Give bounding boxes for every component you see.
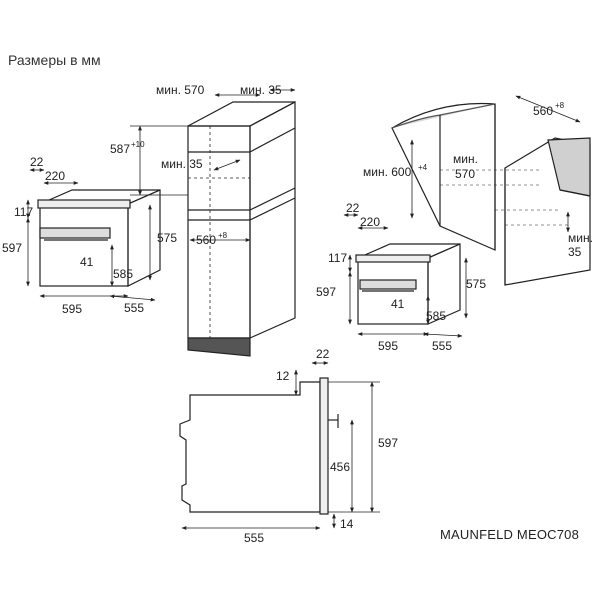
dim-585-right: 585	[426, 309, 446, 323]
dim-587-tolerance: +10	[131, 140, 145, 149]
dim-12: 12	[276, 369, 290, 383]
page-title: Размеры в мм	[8, 52, 101, 68]
dim-min-35-top: мин. 35	[240, 83, 282, 97]
dim-597-right: 597	[316, 285, 336, 299]
dim-22-side: 22	[316, 347, 330, 361]
dim-597-side: 597	[378, 436, 398, 450]
worktop-niche-drawing	[391, 102, 591, 286]
dim-22: 22	[30, 155, 44, 169]
dim-597: 597	[2, 241, 22, 255]
dim-456: 456	[330, 460, 350, 474]
dim-560: 560	[196, 233, 216, 247]
dim-560-worktop-tolerance: +8	[555, 101, 565, 110]
tall-cabinet-drawing	[187, 101, 296, 357]
dim-41-right: 41	[391, 297, 405, 311]
dim-587: 587	[110, 142, 130, 156]
dim-575: 575	[157, 231, 177, 245]
model-name: MAUNFELD MEOC708	[440, 527, 580, 542]
dim-min-600: мин. 600	[363, 165, 412, 179]
dim-595-right: 595	[378, 339, 398, 353]
dim-min-570: мин. 570	[156, 83, 205, 97]
oven-left-drawing	[37, 189, 161, 287]
oven-right-drawing	[355, 243, 461, 325]
dim-585: 585	[113, 267, 133, 281]
dim-min-570-label: мин.	[453, 152, 478, 166]
dim-555-right: 555	[432, 339, 452, 353]
dim-min-35-worktop-label: мин.	[568, 231, 593, 245]
dim-14: 14	[340, 517, 354, 531]
dim-min-570-value: 570	[455, 167, 475, 181]
dim-560-worktop: 560	[533, 104, 553, 118]
dim-220: 220	[45, 169, 65, 183]
dim-117-right: 117	[328, 251, 347, 265]
dim-117: 117	[14, 205, 33, 219]
side-view-drawing	[179, 377, 339, 515]
dim-41: 41	[80, 255, 94, 269]
dim-555-side: 555	[244, 531, 264, 545]
dim-220-right: 220	[360, 215, 380, 229]
dim-595: 595	[62, 302, 82, 316]
dim-575-right: 575	[466, 277, 486, 291]
dim-555: 555	[124, 301, 144, 315]
dim-min-35-mid: мин. 35	[161, 157, 203, 171]
dim-22-right: 22	[346, 201, 360, 215]
dim-min-600-tolerance: +4	[418, 163, 428, 172]
dim-560-tolerance: +8	[218, 231, 228, 240]
dim-min-35-worktop-value: 35	[568, 245, 582, 259]
